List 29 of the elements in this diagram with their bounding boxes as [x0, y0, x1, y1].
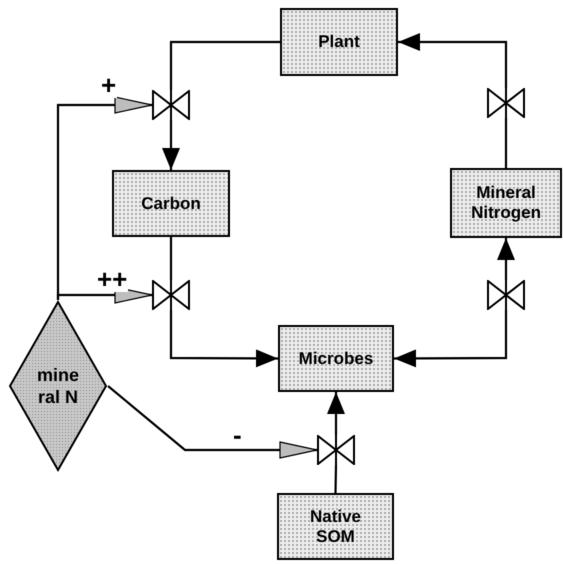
valve-symbol	[152, 90, 190, 120]
connector-line	[170, 40, 280, 90]
node-label: Native SOM	[308, 506, 362, 546]
node-label: Mineral Nitrogen	[470, 183, 542, 223]
node-label: Plant	[317, 32, 361, 52]
arrow	[56, 286, 153, 304]
valve-symbol	[487, 280, 525, 310]
arrow	[497, 238, 515, 280]
connector-line	[334, 464, 338, 494]
valve-symbol	[317, 435, 355, 465]
process-box	[277, 493, 394, 560]
arrow	[170, 310, 278, 368]
arrow	[162, 120, 180, 170]
arrow	[394, 310, 508, 368]
process-box	[450, 168, 562, 238]
connector-line	[170, 237, 172, 280]
process-box	[112, 170, 230, 237]
node-label: mine ral N	[36, 364, 79, 408]
process-box	[278, 325, 394, 392]
valve-symbol	[152, 280, 190, 310]
decision-diamond	[8, 300, 108, 472]
node-label: Microbes	[298, 348, 374, 368]
node-label: Carbon	[140, 194, 202, 214]
process-box	[280, 8, 398, 76]
connector-line	[504, 118, 508, 168]
arrow	[327, 392, 345, 435]
valve-symbol	[487, 88, 525, 118]
arrow	[398, 33, 508, 88]
arrow	[107, 385, 318, 459]
